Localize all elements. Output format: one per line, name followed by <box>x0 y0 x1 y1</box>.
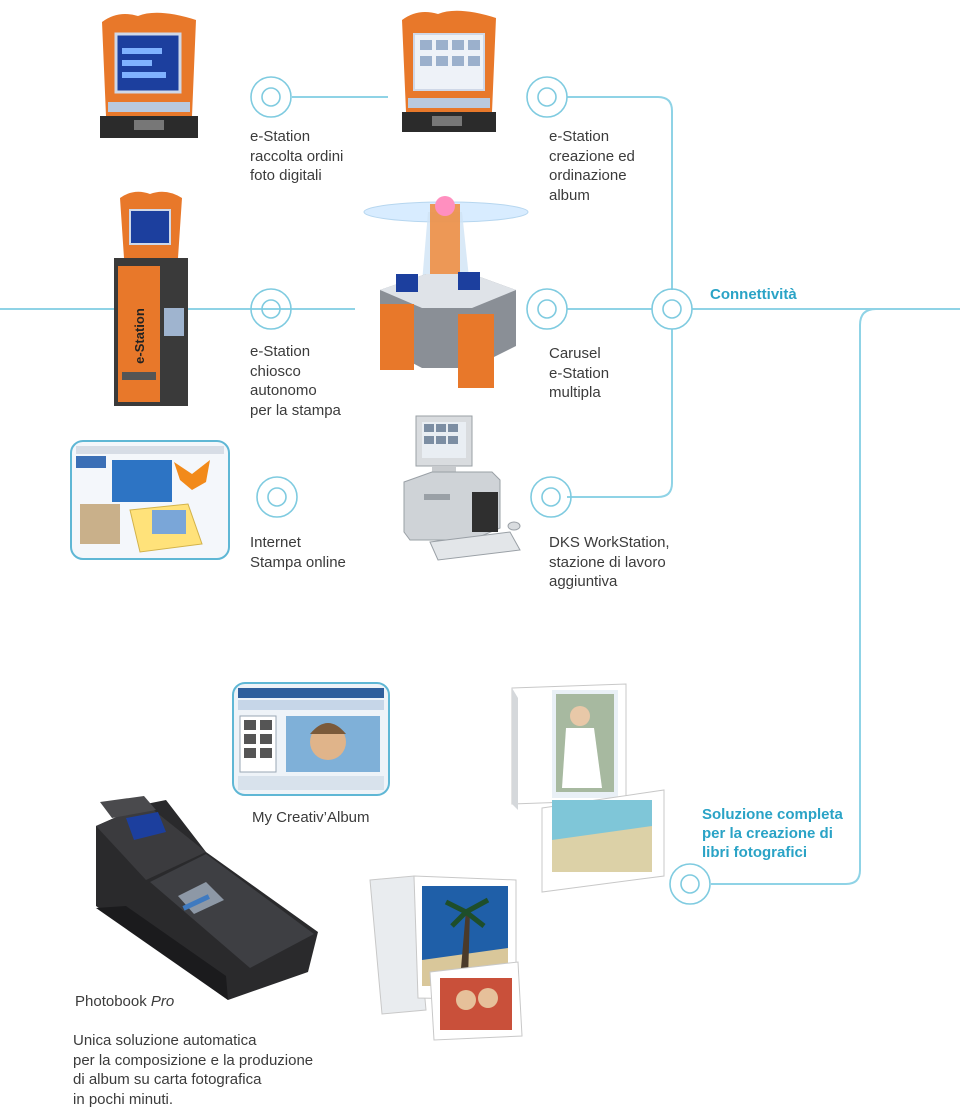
target-node-icon <box>256 476 298 518</box>
connector-line-right-vertical <box>711 308 960 885</box>
label-creativ-album: My Creativ’Album <box>252 809 370 826</box>
label-dks-workstation: DKS WorkStation, stazione di lavoro aggi… <box>549 534 670 590</box>
label-photobook-title: Photobook Pro <box>75 992 174 1012</box>
target-node-icon <box>526 288 568 330</box>
connector-line-dks <box>567 329 673 498</box>
photobook-printer-image <box>96 796 318 1000</box>
label-photobook-solution: Soluzione completa per la creazione di l… <box>702 806 843 861</box>
target-node-icon <box>669 863 711 905</box>
carousel-image <box>363 196 529 388</box>
target-node-icon <box>651 288 693 330</box>
label-estation-kiosk: e-Station chiosco autonomo per la stampa <box>250 343 341 419</box>
software-screenshot-image <box>232 682 390 796</box>
photobook-album-image <box>369 683 665 1041</box>
kiosk-image <box>100 12 198 138</box>
website-screenshot-image <box>70 440 230 560</box>
label-connectivity: Connettività <box>710 286 797 303</box>
target-node-icon <box>526 76 568 118</box>
workstation-image <box>403 415 521 561</box>
kiosk-image <box>402 10 496 132</box>
label-carusel: Carusel e-Station multipla <box>549 345 610 401</box>
photobook-name: Photobook <box>75 993 147 1010</box>
connector-line-top-right <box>567 96 673 290</box>
photobook-pro: Pro <box>150 993 175 1010</box>
label-estation-album: e-Station creazione ed ordinazione album <box>549 128 635 204</box>
kiosk-image: e-Station <box>114 191 188 406</box>
label-internet: Internet Stampa online <box>250 534 346 571</box>
label-estation-orders: e-Station raccolta ordini foto digitali <box>250 128 344 184</box>
target-node-icon <box>250 76 292 118</box>
target-node-icon <box>530 476 572 518</box>
kiosk-brand-text: e-Station <box>132 308 147 364</box>
target-node-icon <box>250 288 292 330</box>
label-photobook-description: Unica soluzione automatica per la compos… <box>73 1032 314 1108</box>
